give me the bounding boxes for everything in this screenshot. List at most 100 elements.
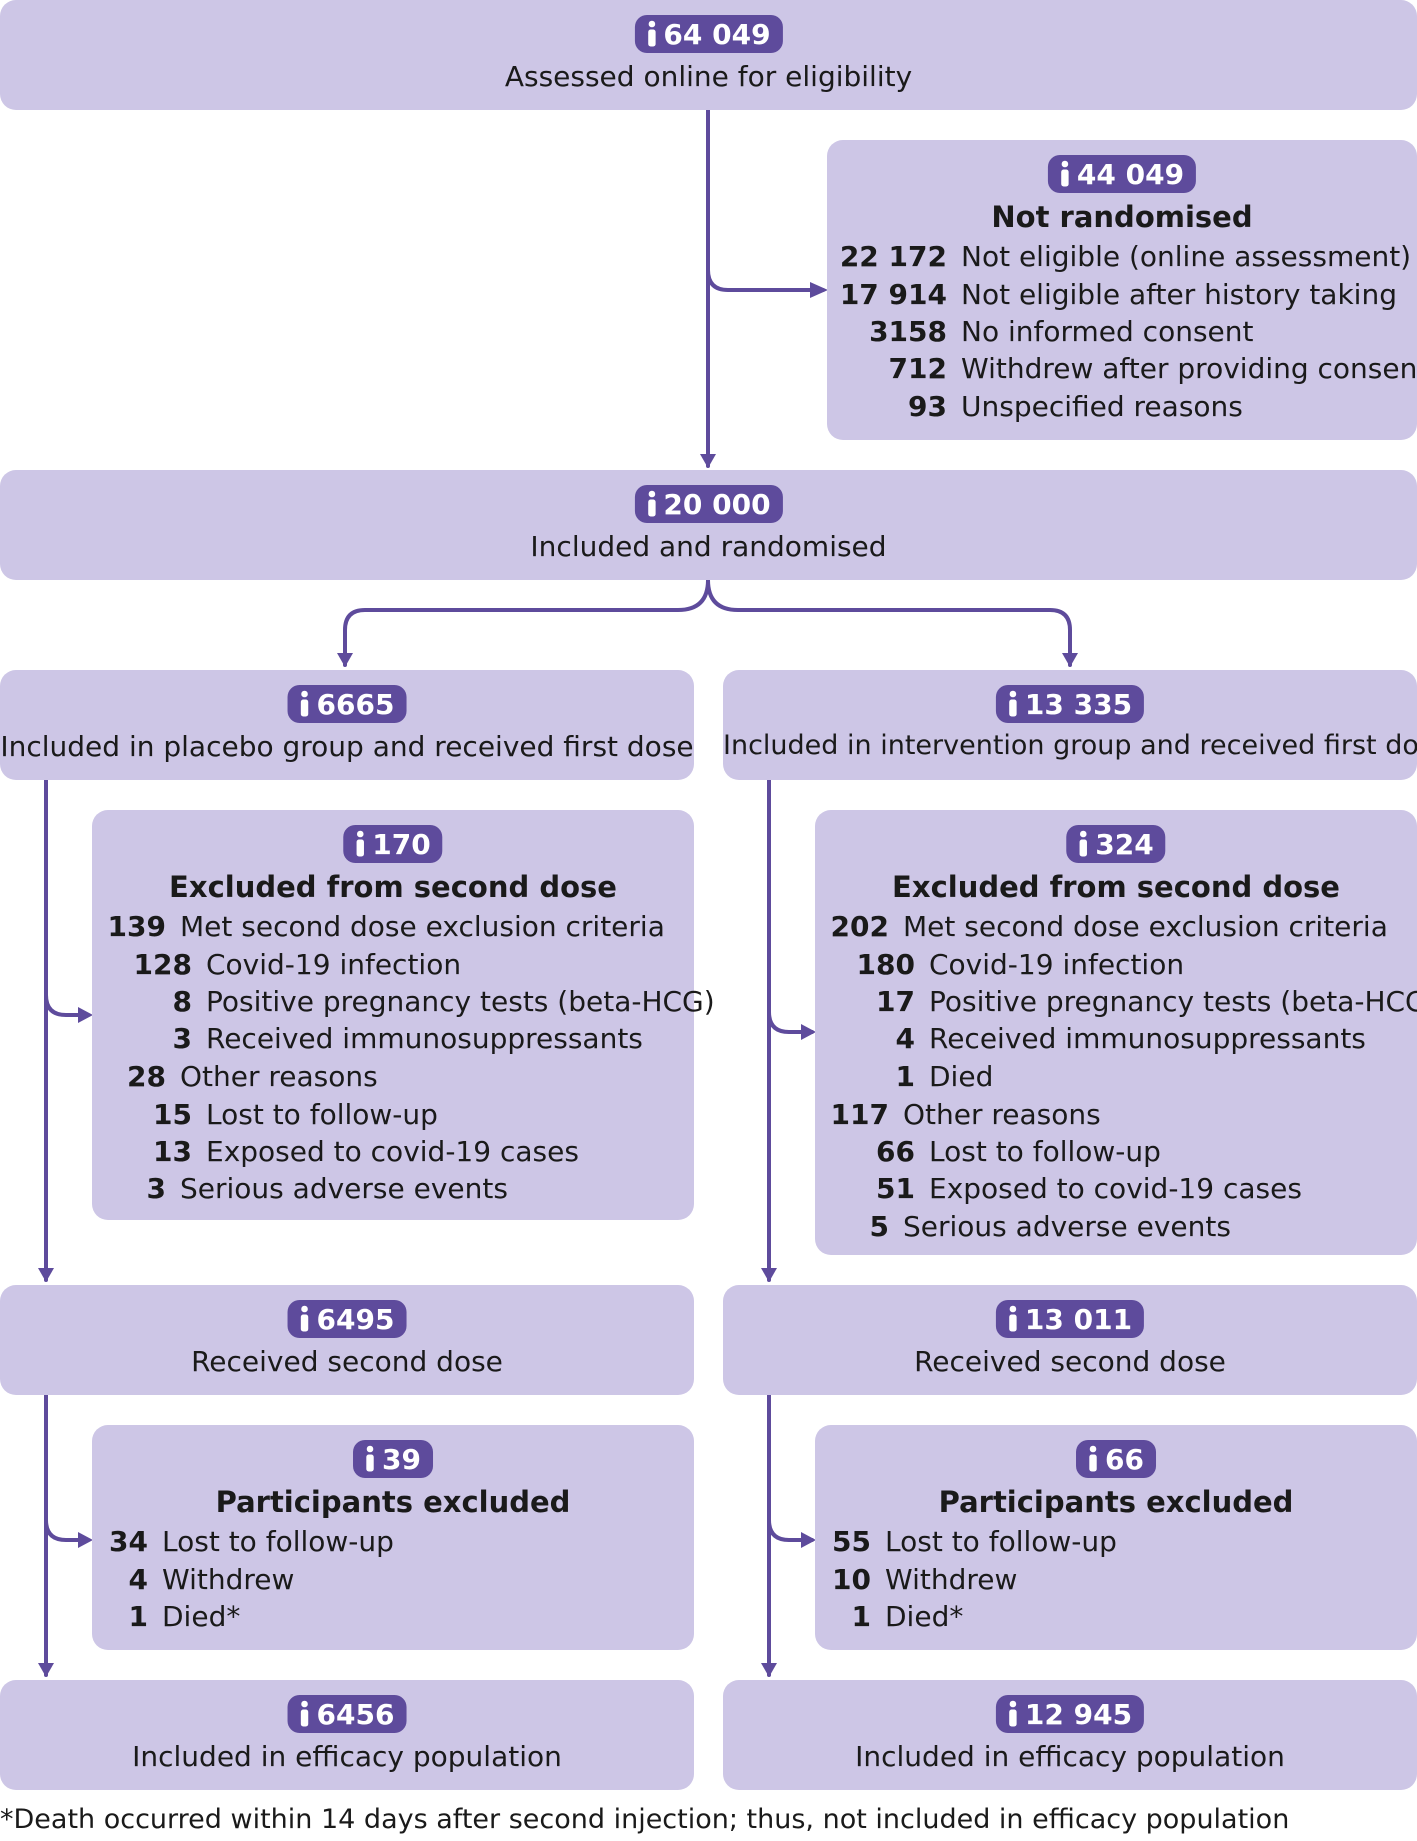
box-label: Included and randomised <box>530 530 887 563</box>
box-title: Participants excluded <box>938 1485 1294 1519</box>
person-icon <box>1009 690 1017 717</box>
count-value: 13 335 <box>1024 687 1133 721</box>
count-value: 20 000 <box>663 487 771 521</box>
arrow-placebo-to-excluded <box>44 993 90 1017</box>
box-label: Assessed online for eligibility <box>504 60 913 93</box>
person-icon <box>1009 1700 1017 1727</box>
person-icon <box>1079 830 1087 857</box>
footnote: *Death occurred within 14 days after sec… <box>0 1804 1290 1835</box>
randomised-box: 20 000 Included and randomised <box>0 470 1417 580</box>
count-value: 64 049 <box>663 17 771 51</box>
person-icon <box>300 1700 309 1727</box>
count-badge: 6495 <box>287 1300 407 1338</box>
intervention-second-dose-box: 13 011 Received second dose <box>723 1285 1417 1395</box>
count-badge: 324 <box>1066 825 1166 863</box>
person-icon <box>366 1445 374 1472</box>
arrow-placebo-to-participants-excluded <box>44 1518 90 1542</box>
placebo-efficacy-box: 6456 Included in efficacy population <box>0 1680 694 1790</box>
count-badge: 44 049 <box>1047 155 1197 193</box>
placebo-second-dose-box: 6495 Received second dose <box>0 1285 694 1395</box>
count-badge: 66 <box>1076 1440 1156 1478</box>
box-title: Not randomised <box>991 200 1253 234</box>
count-badge: 170 <box>343 825 443 863</box>
count-badge: 13 335 <box>995 685 1145 723</box>
count-value: 6665 <box>316 687 395 721</box>
box-label: Received second dose <box>191 1345 503 1378</box>
count-value: 44 049 <box>1076 157 1185 191</box>
count-value: 13 011 <box>1024 1302 1133 1336</box>
person-icon <box>1089 1445 1097 1472</box>
box-label: Included in efficacy population <box>132 1740 562 1773</box>
placebo-first-dose-box: 6665 Included in placebo group and recei… <box>0 670 694 780</box>
count-badge: 6456 <box>287 1695 407 1733</box>
count-value: 324 <box>1095 827 1154 861</box>
box-label: Received second dose <box>914 1345 1226 1378</box>
count-badge: 64 049 <box>634 15 783 53</box>
person-icon <box>300 690 309 717</box>
count-value: 66 <box>1105 1442 1144 1476</box>
arrow-split-left <box>343 578 710 667</box>
box-title: Excluded from second dose <box>892 870 1340 904</box>
person-icon <box>356 830 364 857</box>
person-icon <box>1009 1305 1017 1332</box>
assessed-box: 64 049 Assessed online for eligibility <box>0 0 1417 110</box>
person-icon <box>647 490 656 517</box>
arrow-intervention-to-excluded <box>767 1010 814 1034</box>
count-badge: 39 <box>353 1440 433 1478</box>
count-badge: 20 000 <box>634 485 783 523</box>
count-badge: 13 011 <box>995 1300 1145 1338</box>
arrow-to-not-randomised <box>706 268 825 292</box>
person-icon <box>300 1305 309 1332</box>
box-label: Included in placebo group and received f… <box>0 730 694 763</box>
box-title: Excluded from second dose <box>169 870 617 904</box>
count-value: 12 945 <box>1024 1697 1133 1731</box>
arrow-intervention-to-participants-excluded <box>767 1518 814 1542</box>
person-icon <box>647 20 656 47</box>
box-label: Included in intervention group and recei… <box>723 730 1417 761</box>
count-badge: 12 945 <box>995 1695 1145 1733</box>
count-value: 170 <box>372 827 431 861</box>
count-value: 39 <box>382 1442 421 1476</box>
count-badge: 6665 <box>287 685 407 723</box>
person-icon <box>1061 160 1069 187</box>
intervention-first-dose-box: 13 335 Included in intervention group an… <box>723 670 1417 780</box>
box-label: Included in efficacy population <box>855 1740 1285 1773</box>
intervention-efficacy-box: 12 945 Included in efficacy population <box>723 1680 1417 1790</box>
box-title: Participants excluded <box>215 1485 571 1519</box>
arrow-split-right <box>706 578 1072 667</box>
count-value: 6456 <box>316 1697 395 1731</box>
